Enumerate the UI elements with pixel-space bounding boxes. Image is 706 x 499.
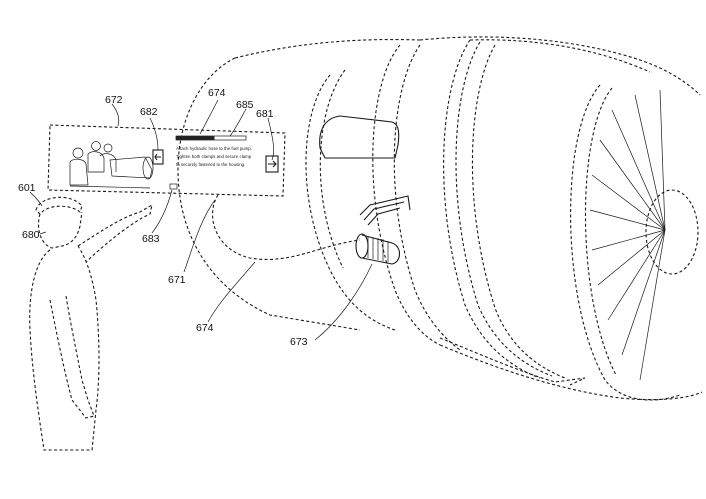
- user: [30, 197, 152, 450]
- engine-fan-ring: [571, 85, 680, 400]
- engine-pylon: [320, 116, 399, 158]
- engine: [178, 37, 702, 400]
- engine-housing: [178, 58, 360, 330]
- user-pointing-arm: [78, 205, 152, 262]
- target-part: [356, 234, 400, 264]
- prev-step-button[interactable]: [153, 150, 163, 164]
- label-682: 682: [140, 106, 158, 118]
- label-674-upper: 674: [208, 87, 226, 99]
- instruction-line-1: Attach hydraulic hose to the fuel pump.: [176, 146, 252, 151]
- engine-strap: [440, 338, 585, 385]
- progress-fill: [176, 136, 215, 140]
- label-680: 680: [22, 229, 40, 241]
- headset: [36, 197, 82, 214]
- instruction-line-2: Tighten both clamps and secure clamp: [176, 154, 252, 159]
- user-head: [39, 212, 83, 248]
- panel-image: [70, 142, 153, 189]
- user-body: [30, 246, 99, 450]
- instruction-line-3: to securely fastened to the housing.: [176, 162, 245, 167]
- label-673: 673: [290, 336, 308, 348]
- label-674-lower: 674: [196, 322, 214, 334]
- panel-icon: [170, 184, 177, 189]
- label-683: 683: [142, 233, 160, 245]
- label-601: 601: [18, 182, 36, 194]
- fuel-lines: [360, 196, 410, 225]
- reference-labels: 672 674 685 682 681 601 680 683 671 674 …: [18, 87, 308, 348]
- progress-bar: [176, 136, 246, 140]
- label-685: 685: [236, 99, 254, 111]
- next-step-button[interactable]: [266, 156, 278, 172]
- label-672: 672: [105, 94, 123, 106]
- guidance-path: [213, 195, 360, 259]
- fan-spinner: [646, 190, 698, 274]
- engine-band: [373, 45, 440, 345]
- virtual-panel: Attach hydraulic hose to the fuel pump. …: [48, 125, 285, 196]
- label-671: 671: [168, 274, 186, 286]
- user-lower-arm: [50, 296, 94, 418]
- label-681: 681: [256, 108, 274, 120]
